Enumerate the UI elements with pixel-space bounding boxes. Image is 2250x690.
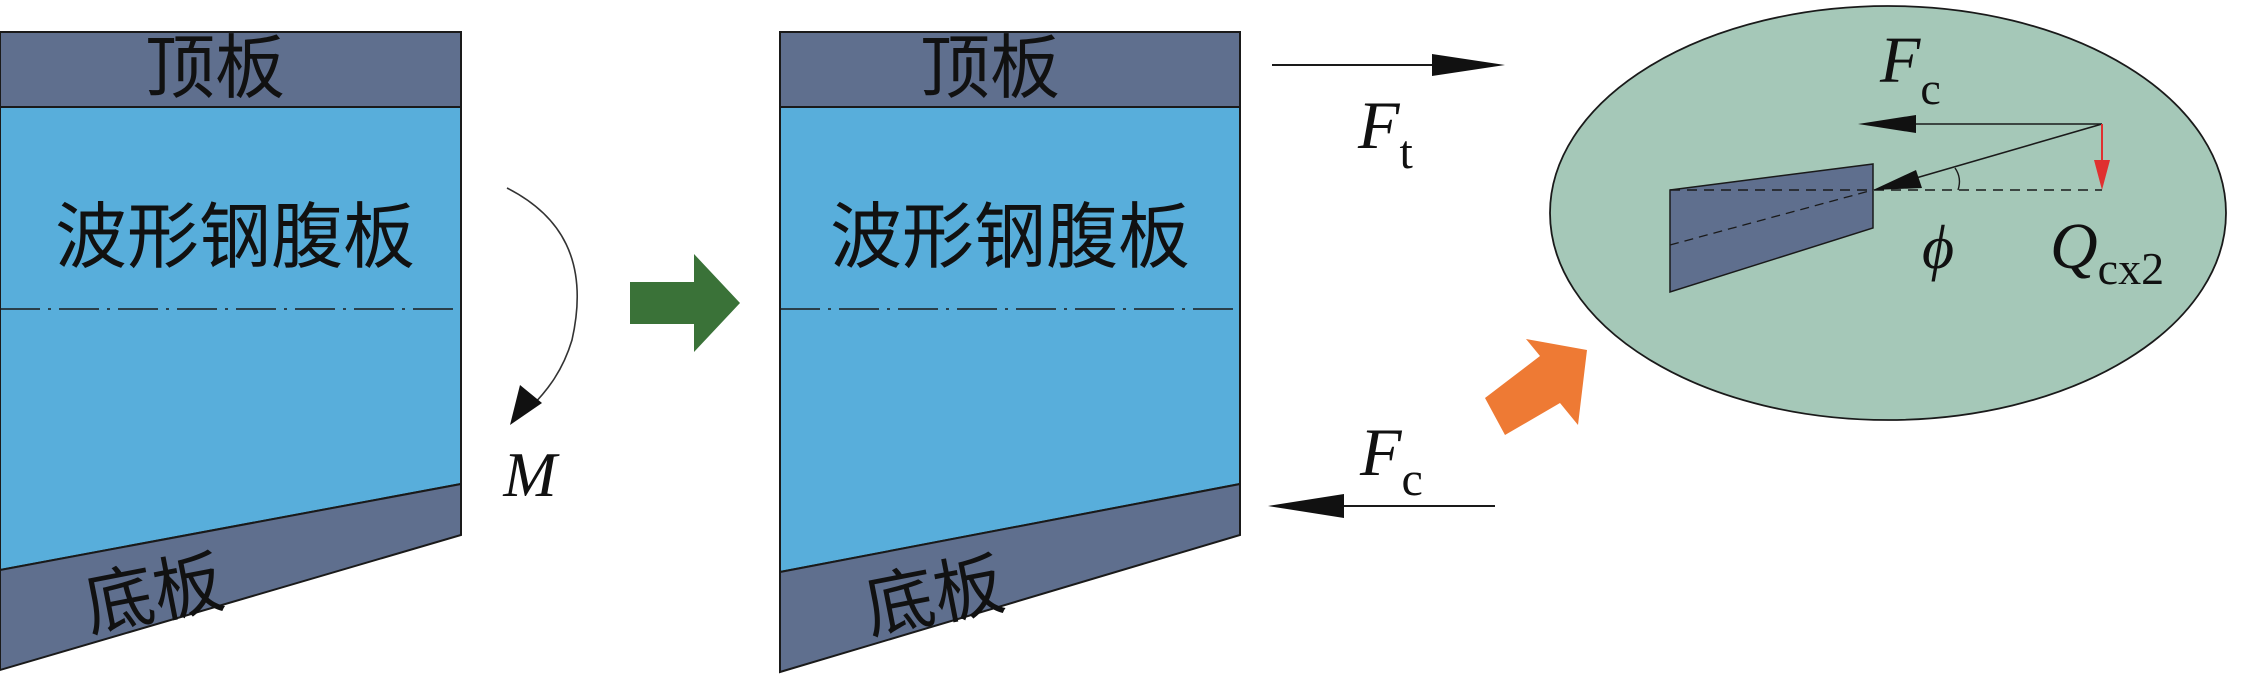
- right-web-label: 波形钢腹板: [830, 195, 1190, 279]
- shear-force-arrowhead: [2094, 160, 2110, 190]
- shear-label: Qcx2: [2050, 210, 2164, 294]
- moment-arrow: M: [502, 187, 579, 510]
- transition-arrow-green: [630, 254, 740, 352]
- compression-force: Fc: [1268, 414, 1495, 518]
- compression-label: Fc: [1359, 414, 1423, 506]
- left-top-flange-label: 顶板: [145, 27, 285, 109]
- tension-label: Ft: [1357, 87, 1414, 179]
- angle-arc: [1954, 167, 1961, 191]
- left-bottom-flange: [0, 482, 462, 672]
- tension-symbol: F: [1357, 87, 1401, 163]
- tension-force: Ft: [1272, 54, 1505, 179]
- right-beam: 顶板 波形钢腹板 底板: [779, 27, 1241, 674]
- right-bottom-flange: [779, 482, 1241, 674]
- moment-curve: [506, 187, 579, 409]
- moment-label: M: [502, 439, 560, 510]
- inclined-force-line: [1915, 123, 2103, 179]
- detail-force-label: Fc: [1879, 24, 1941, 114]
- detail-ellipse-group: Fc ϕ Qcx2: [1549, 5, 2227, 421]
- web-plate-section: [1669, 163, 1874, 294]
- plate-axis-dashed: [1669, 189, 1874, 246]
- shear-symbol: Q: [2050, 210, 2098, 283]
- angle-label: ϕ: [1922, 214, 1954, 282]
- moment-arrowhead: [510, 385, 542, 425]
- shear-subscript: cx2: [2098, 243, 2164, 294]
- detail-force-subscript: c: [1920, 63, 1940, 114]
- detail-arrow-orange: [1485, 339, 1587, 435]
- detail-ellipse: [1549, 5, 2227, 421]
- right-top-flange-label: 顶板: [920, 27, 1060, 109]
- left-beam: 顶板 波形钢腹板 底板: [0, 27, 462, 672]
- compression-arrowhead: [1268, 494, 1344, 518]
- inclined-force-arrowhead: [1873, 170, 1922, 190]
- tension-subscript: t: [1400, 126, 1414, 179]
- detail-force-symbol: F: [1879, 24, 1921, 97]
- detail-force-arrowhead: [1858, 115, 1916, 133]
- compression-symbol: F: [1359, 414, 1403, 490]
- tension-arrowhead: [1432, 54, 1505, 76]
- left-web-label: 波形钢腹板: [55, 195, 415, 279]
- compression-subscript: c: [1402, 453, 1423, 506]
